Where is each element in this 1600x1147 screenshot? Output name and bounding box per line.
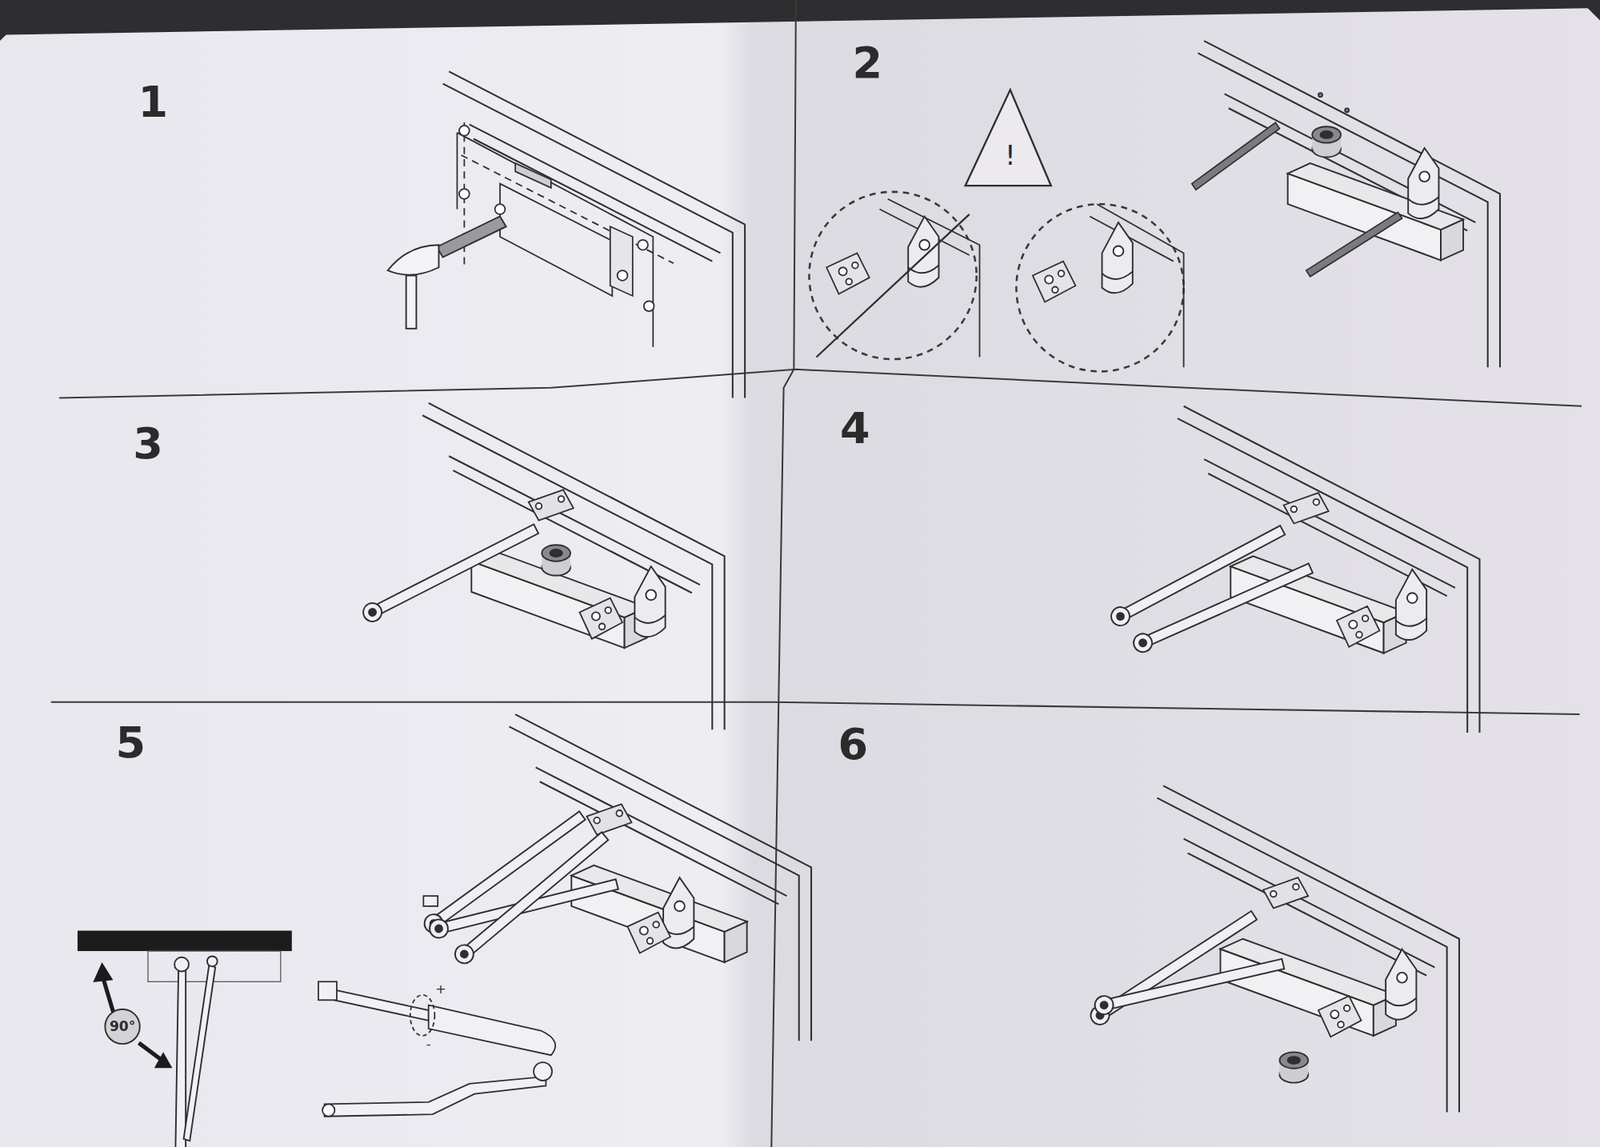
step-number: 6 bbox=[838, 723, 869, 767]
step-number: 5 bbox=[115, 721, 146, 765]
step-number: 4 bbox=[840, 407, 871, 451]
step-number: 3 bbox=[132, 422, 164, 466]
step-number: 2 bbox=[852, 41, 883, 85]
angle-label: 90° bbox=[109, 1020, 136, 1034]
adjust-sign: - bbox=[426, 1038, 432, 1052]
step-number: 1 bbox=[138, 80, 169, 124]
adjust-sign: + bbox=[435, 983, 446, 996]
warning-symbol: ! bbox=[1004, 141, 1016, 169]
